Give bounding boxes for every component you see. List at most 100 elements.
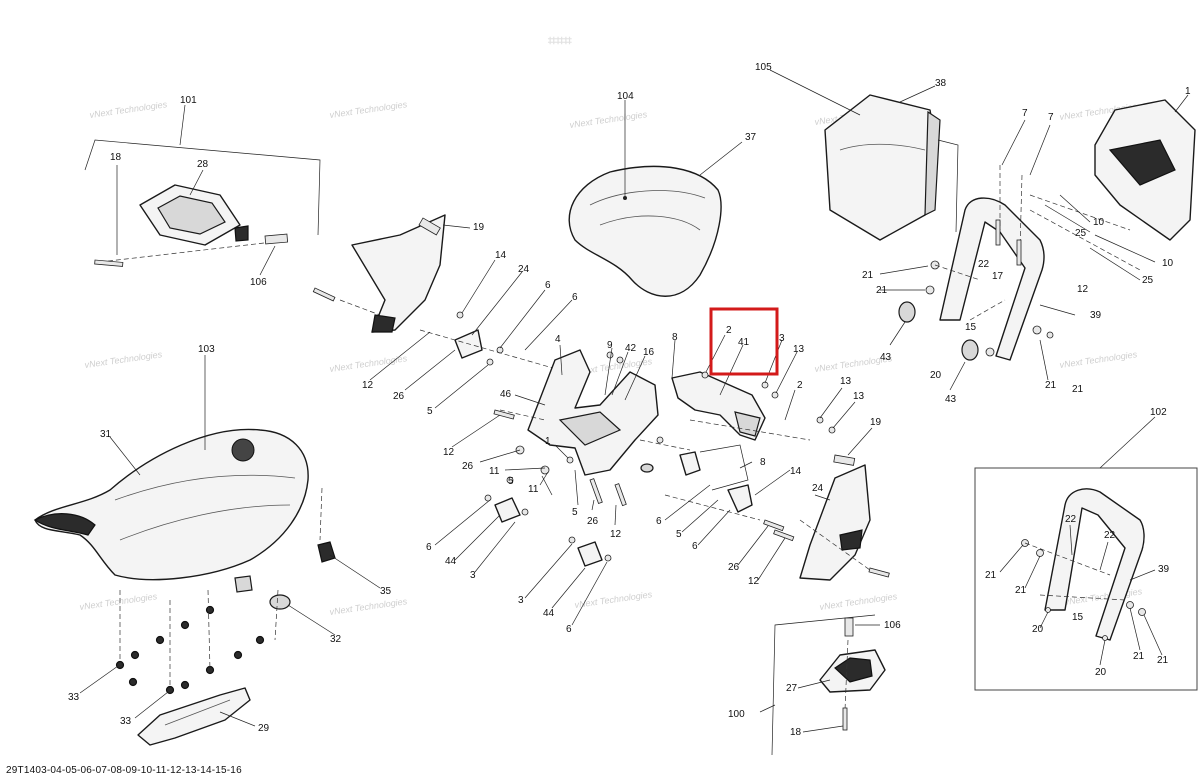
leader-line — [1099, 639, 1106, 666]
left-side-cover-assembly — [312, 214, 471, 333]
leader-line — [369, 331, 431, 381]
callout-25: 25 — [1075, 228, 1087, 239]
seat-frame-46 — [527, 349, 659, 476]
leader-line — [769, 69, 861, 116]
callout-2: 2 — [797, 380, 803, 391]
watermark-text: vNext Technologies — [89, 99, 168, 120]
callout-11: 11 — [528, 484, 539, 495]
dash-line — [1029, 194, 1131, 231]
leader-line — [1099, 541, 1109, 571]
leader-line — [442, 224, 471, 229]
bolt-26 — [763, 519, 785, 532]
callout-46: 46 — [500, 389, 512, 400]
leader-line — [287, 604, 336, 636]
callout-19: 19 — [870, 417, 882, 428]
seat-seam — [119, 504, 291, 541]
leader-line — [681, 499, 719, 533]
bolt-12 — [493, 409, 515, 420]
callout-27: 27 — [786, 683, 798, 694]
leader-line — [1129, 569, 1156, 581]
rider-seat-front — [33, 513, 96, 536]
leader-line — [1039, 304, 1076, 316]
watermark-text: vNext Technologies — [819, 591, 898, 612]
leader-line — [937, 139, 959, 233]
leader-line — [434, 499, 491, 546]
dash-line — [1019, 174, 1023, 251]
damper-43 — [961, 339, 979, 361]
leader-line — [899, 85, 936, 103]
clip-33 — [205, 605, 215, 615]
leader-line — [471, 271, 523, 336]
callout-18: 18 — [790, 727, 802, 738]
callout-6: 6 — [692, 541, 698, 552]
dash-line — [664, 494, 761, 521]
callout-41: 41 — [738, 337, 750, 348]
callout-21: 21 — [1157, 655, 1169, 666]
leader-line — [754, 469, 791, 496]
footrest-pad — [157, 195, 226, 235]
dash-line — [1039, 594, 1126, 601]
watermark-text: vNext Technologies — [84, 349, 163, 370]
callout-12: 12 — [748, 576, 760, 587]
callout-15: 15 — [1072, 612, 1084, 623]
clip-33 — [180, 620, 190, 630]
inset-backrest-frame — [974, 416, 1198, 691]
callout-5: 5 — [427, 406, 433, 417]
callout-32: 32 — [330, 634, 342, 645]
leader-line — [514, 394, 546, 406]
leader-line — [541, 475, 553, 496]
bolt-3 — [521, 508, 529, 516]
callout-106: 106 — [884, 620, 901, 631]
pan-seam — [164, 699, 231, 726]
leader-line — [757, 537, 786, 581]
callout-21: 21 — [1015, 585, 1027, 596]
callout-29: 29 — [258, 723, 270, 734]
bolt-12 — [312, 287, 336, 302]
callout-14: 14 — [790, 466, 802, 477]
leader-line — [219, 711, 256, 727]
sleeve-106 — [264, 233, 289, 245]
callout-9: 9 — [607, 340, 613, 351]
callout-8: 8 — [672, 332, 678, 343]
passenger-seat-assembly — [568, 100, 743, 297]
dash-line — [1024, 542, 1111, 576]
backrest-frame-39 — [939, 197, 1045, 361]
callout-6: 6 — [426, 542, 432, 553]
callout-24: 24 — [518, 264, 530, 275]
leader-line — [1059, 194, 1091, 223]
backrest-pad-38 — [824, 94, 936, 241]
highlight-box[interactable] — [709, 307, 779, 376]
callout-31: 31 — [100, 429, 112, 440]
washer-42 — [616, 356, 624, 364]
watermark-logo: ⌗⌗⌗ — [547, 32, 572, 48]
leader-line — [889, 321, 906, 346]
bolt-6 — [604, 554, 612, 562]
leader-line — [759, 704, 776, 713]
callout-26: 26 — [587, 516, 599, 527]
nut-13 — [816, 416, 824, 424]
rider-seat-assembly — [33, 355, 381, 636]
seat-pan-29 — [137, 687, 251, 746]
backrest-pad-assembly — [769, 69, 959, 241]
leader-line — [451, 414, 501, 448]
bolt-7 — [995, 219, 1001, 246]
callout-26: 26 — [728, 562, 740, 573]
bolt-7 — [1016, 239, 1022, 266]
callout-17: 17 — [992, 271, 1004, 282]
inset-frame-39 — [1044, 488, 1145, 641]
leader-line — [614, 504, 617, 526]
clip-33 — [233, 650, 243, 660]
leader-line — [1099, 416, 1156, 469]
leader-line — [1029, 124, 1051, 176]
callout-22: 22 — [1104, 530, 1116, 541]
bolt-3 — [761, 381, 769, 389]
passenger-seat-37 — [568, 165, 722, 297]
leader-line — [764, 339, 783, 384]
leader-line — [999, 544, 1024, 573]
dash-line — [419, 329, 561, 371]
washer-5 — [486, 358, 494, 366]
clip-33 — [128, 677, 138, 687]
leader-line — [1069, 524, 1073, 556]
callout-101: 101 — [180, 95, 197, 106]
leader-line — [79, 665, 119, 694]
